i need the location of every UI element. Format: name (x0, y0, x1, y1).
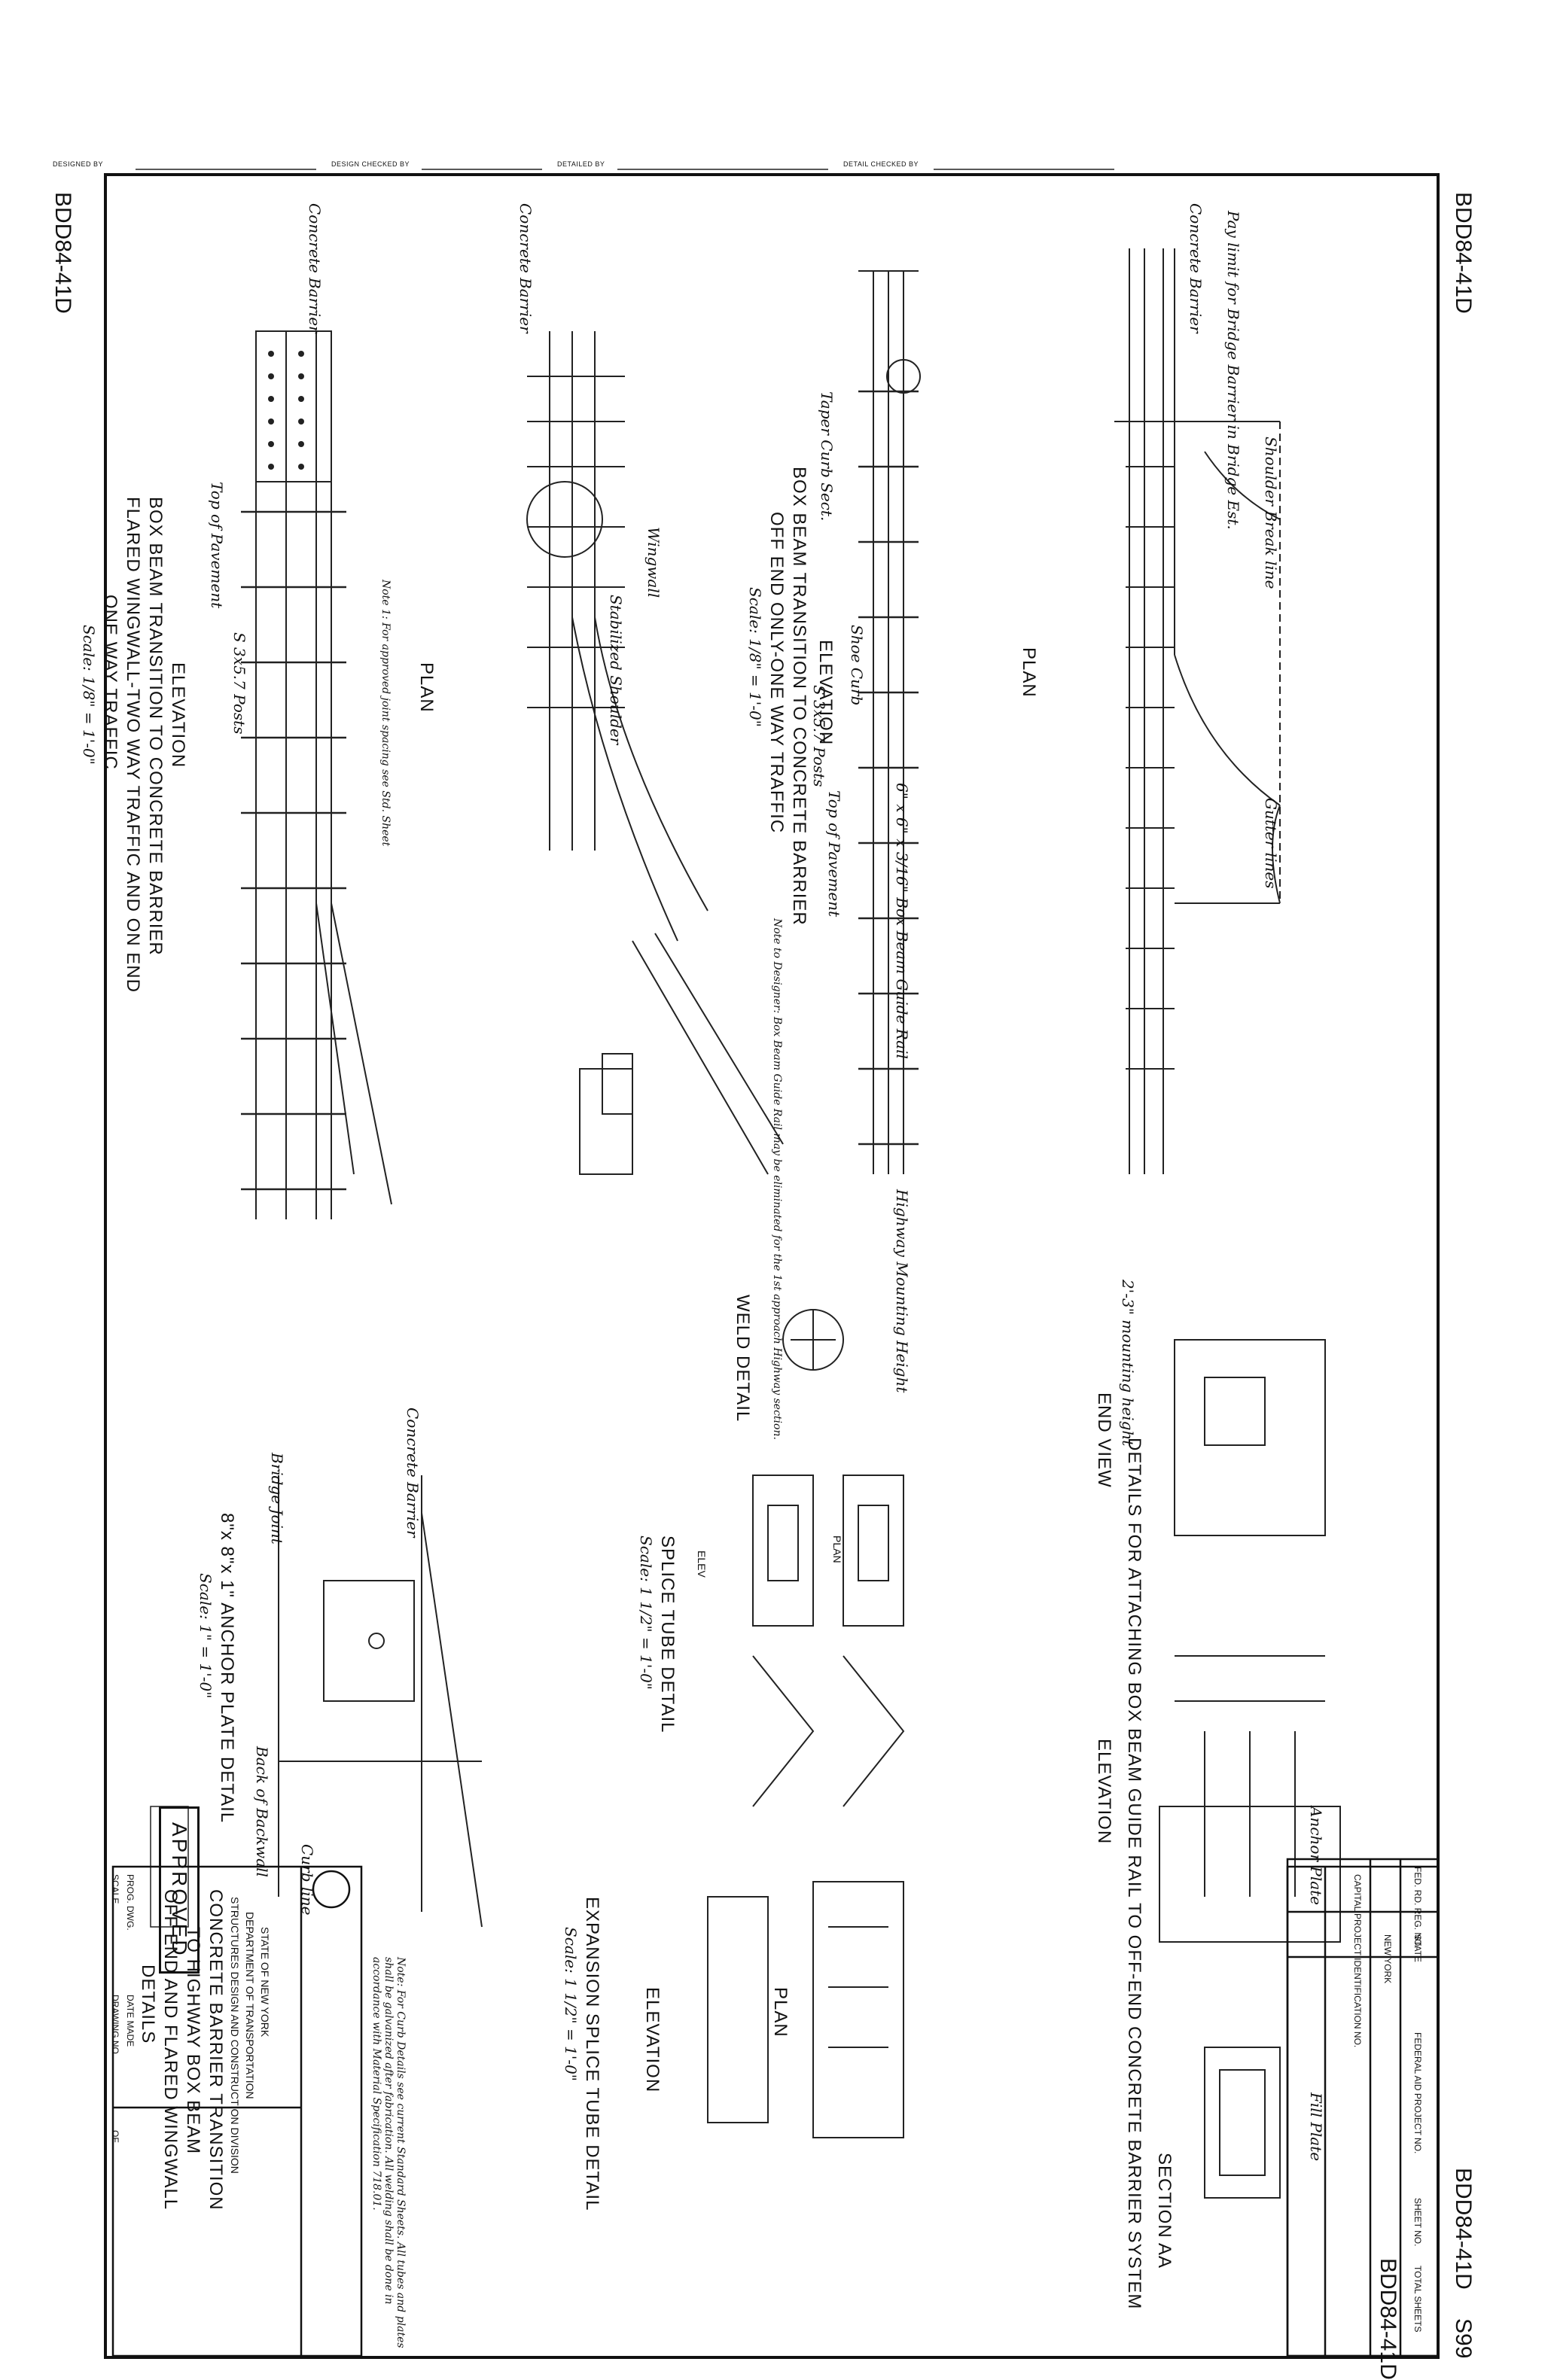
header-detailed-by: DETAILED BY (557, 160, 605, 168)
label-bridge-joint: Bridge Joint (268, 1453, 286, 1545)
elev-one-way-sub2: OFF END ONLY-ONE WAY TRAFFIC (766, 512, 787, 834)
plan-mid-title: PLAN (416, 662, 437, 713)
tb-title-1: CONCRETE BARRIER TRANSITION (206, 1889, 226, 2211)
label-shoe-curb: Shoe Curb (848, 625, 866, 706)
splice-tube-scale: Scale: 1 1/2" = 1'-0" (637, 1535, 655, 1690)
splice-tube-title: SPLICE TUBE DETAIL (657, 1535, 678, 1733)
expansion-splice-title: EXPANSION SPLICE TUBE DETAIL (582, 1897, 602, 2211)
label-anchor-plate: Anchor Plate (1307, 1806, 1325, 1906)
elev-one-way-scale: Scale: 1/8" = 1'-0" (746, 587, 764, 727)
expansion-splice-scale: Scale: 1 1/2" = 1'-0" (562, 1927, 580, 2081)
header-designed-by: DESIGNED BY (53, 160, 104, 168)
elev-flared-sub1: BOX BEAM TRANSITION TO CONCRETE BARRIER (145, 497, 166, 956)
label-top-of-pavement: Top of Pavement (825, 790, 843, 918)
elev-flared-title: ELEVATION (168, 662, 188, 768)
label-gutter-lines: Gutter lines (1262, 798, 1280, 889)
label-concrete-barrier-1: Concrete Barrier (1187, 203, 1205, 333)
section-aa-title: SECTION AA (1154, 2153, 1175, 2269)
tb-date-made: DATE MADE (125, 1995, 136, 2047)
tb-sheet-no: SHEET NO. (1412, 2198, 1423, 2247)
weld-detail-title: WELD DETAIL (733, 1295, 753, 1423)
tb-scale: SCALE (110, 1874, 120, 1904)
label-highway-mounting: Highway Mounting Height (893, 1189, 911, 1393)
tb-total-sheets: TOTAL SHEETS (1412, 2266, 1423, 2333)
label-mounting-height: 2'-3" mounting height (1119, 1280, 1137, 1447)
plan-short-label: PLAN (831, 1535, 843, 1563)
header-design-checked-by: DESIGN CHECKED BY (331, 160, 410, 168)
elev-flared-sub2: FLARED WINGWALL-TWO WAY TRAFFIC AND ON E… (123, 497, 143, 993)
elev-one-way-sub1: BOX BEAM TRANSITION TO CONCRETE BARRIER (789, 467, 809, 926)
note-curb: Note: For Curb Details see current Stand… (370, 1957, 407, 2348)
label-fill-plate: Fill Plate (1307, 2092, 1325, 2162)
label-posts-1: S 3x5.7 Posts (810, 685, 828, 787)
tb-state-col: STATE (1412, 1934, 1423, 1962)
tb-prog-dwg: PROG. DWG. (125, 1874, 136, 1931)
label-curb-line: Curb line (298, 1844, 316, 1916)
header-detail-checked-by: DETAIL CHECKED BY (843, 160, 919, 168)
tb-title-3: OFF END AND FLARED WINGWALL (160, 1889, 181, 2211)
label-concrete-barrier-3: Concrete Barrier (306, 203, 324, 333)
label-concrete-barrier-2: Concrete Barrier (516, 203, 535, 333)
elevation-title: ELEVATION (1094, 1739, 1114, 1845)
end-view-title: END VIEW (1094, 1392, 1114, 1488)
tb-of: OF (110, 2130, 120, 2143)
tb-title-4: DETAILS (138, 1965, 158, 2044)
tb-state: STATE OF NEW YORK (259, 1927, 271, 2038)
details-title: DETAILS FOR ATTACHING BOX BEAM GUIDE RAI… (1124, 1438, 1144, 2310)
expansion-plan-label: PLAN (770, 1987, 791, 2038)
label-back-of-backwall: Back of Backwall (253, 1746, 271, 1877)
label-top-pavement-2: Top of Pavement (208, 482, 226, 609)
label-wingwall: Wingwall (644, 527, 663, 598)
label-concrete-barrier-4: Concrete Barrier (404, 1408, 422, 1538)
sheet-border (104, 173, 1440, 2359)
note-1: Note 1: For approved joint spacing see S… (379, 580, 392, 847)
tb-dept: DEPARTMENT OF TRANSPORTATION (244, 1912, 256, 2099)
elev-short-label: ELEV (696, 1551, 708, 1578)
label-shoulder-break: Shoulder Break line (1262, 437, 1280, 589)
label-posts-2: S 3x5.7 Posts (230, 632, 248, 735)
elev-flared-scale: Scale: 1/8" = 1'-0" (80, 625, 98, 765)
tb-division: STRUCTURES DESIGN AND CONSTRUCTION DIVIS… (229, 1897, 241, 2174)
note-designer: Note to Designer: Box Beam Guide Rail ma… (771, 918, 783, 1440)
elev-flared-sub3: ONE WAY TRAFFIC (100, 595, 120, 770)
tb-state-val: NEW YORK (1382, 1934, 1393, 1984)
tb-title-2: TO HIGHWAY BOX BEAM (183, 1927, 203, 2155)
anchor-plate-scale: Scale: 1" = 1'-0" (197, 1573, 215, 1699)
plan-top-title: PLAN (1019, 647, 1039, 698)
label-stabilized-shoulder: Stabilized Shoulder (607, 595, 625, 745)
tb-fed-aid: FEDERAL AID PROJECT NO. (1412, 2032, 1423, 2154)
label-box-beam-rail: 6" x 6" x 3/16" Box Beam Guide Rail (893, 783, 911, 1059)
label-taper-curb: Taper Curb Sect. (818, 391, 836, 522)
label-pay-limit-bridge: Pay limit for Bridge Barrier in Bridge E… (1224, 211, 1242, 530)
expansion-elevation-label: ELEVATION (642, 1987, 663, 2093)
tb-drawing-no: DRAWING NO. (110, 1995, 120, 2057)
tb-capital: CAPITAL PROJECT IDENTIFICATION NO. (1352, 1874, 1363, 2048)
anchor-plate-title: 8"x 8"x 1" ANCHOR PLATE DETAIL (217, 1513, 237, 1824)
